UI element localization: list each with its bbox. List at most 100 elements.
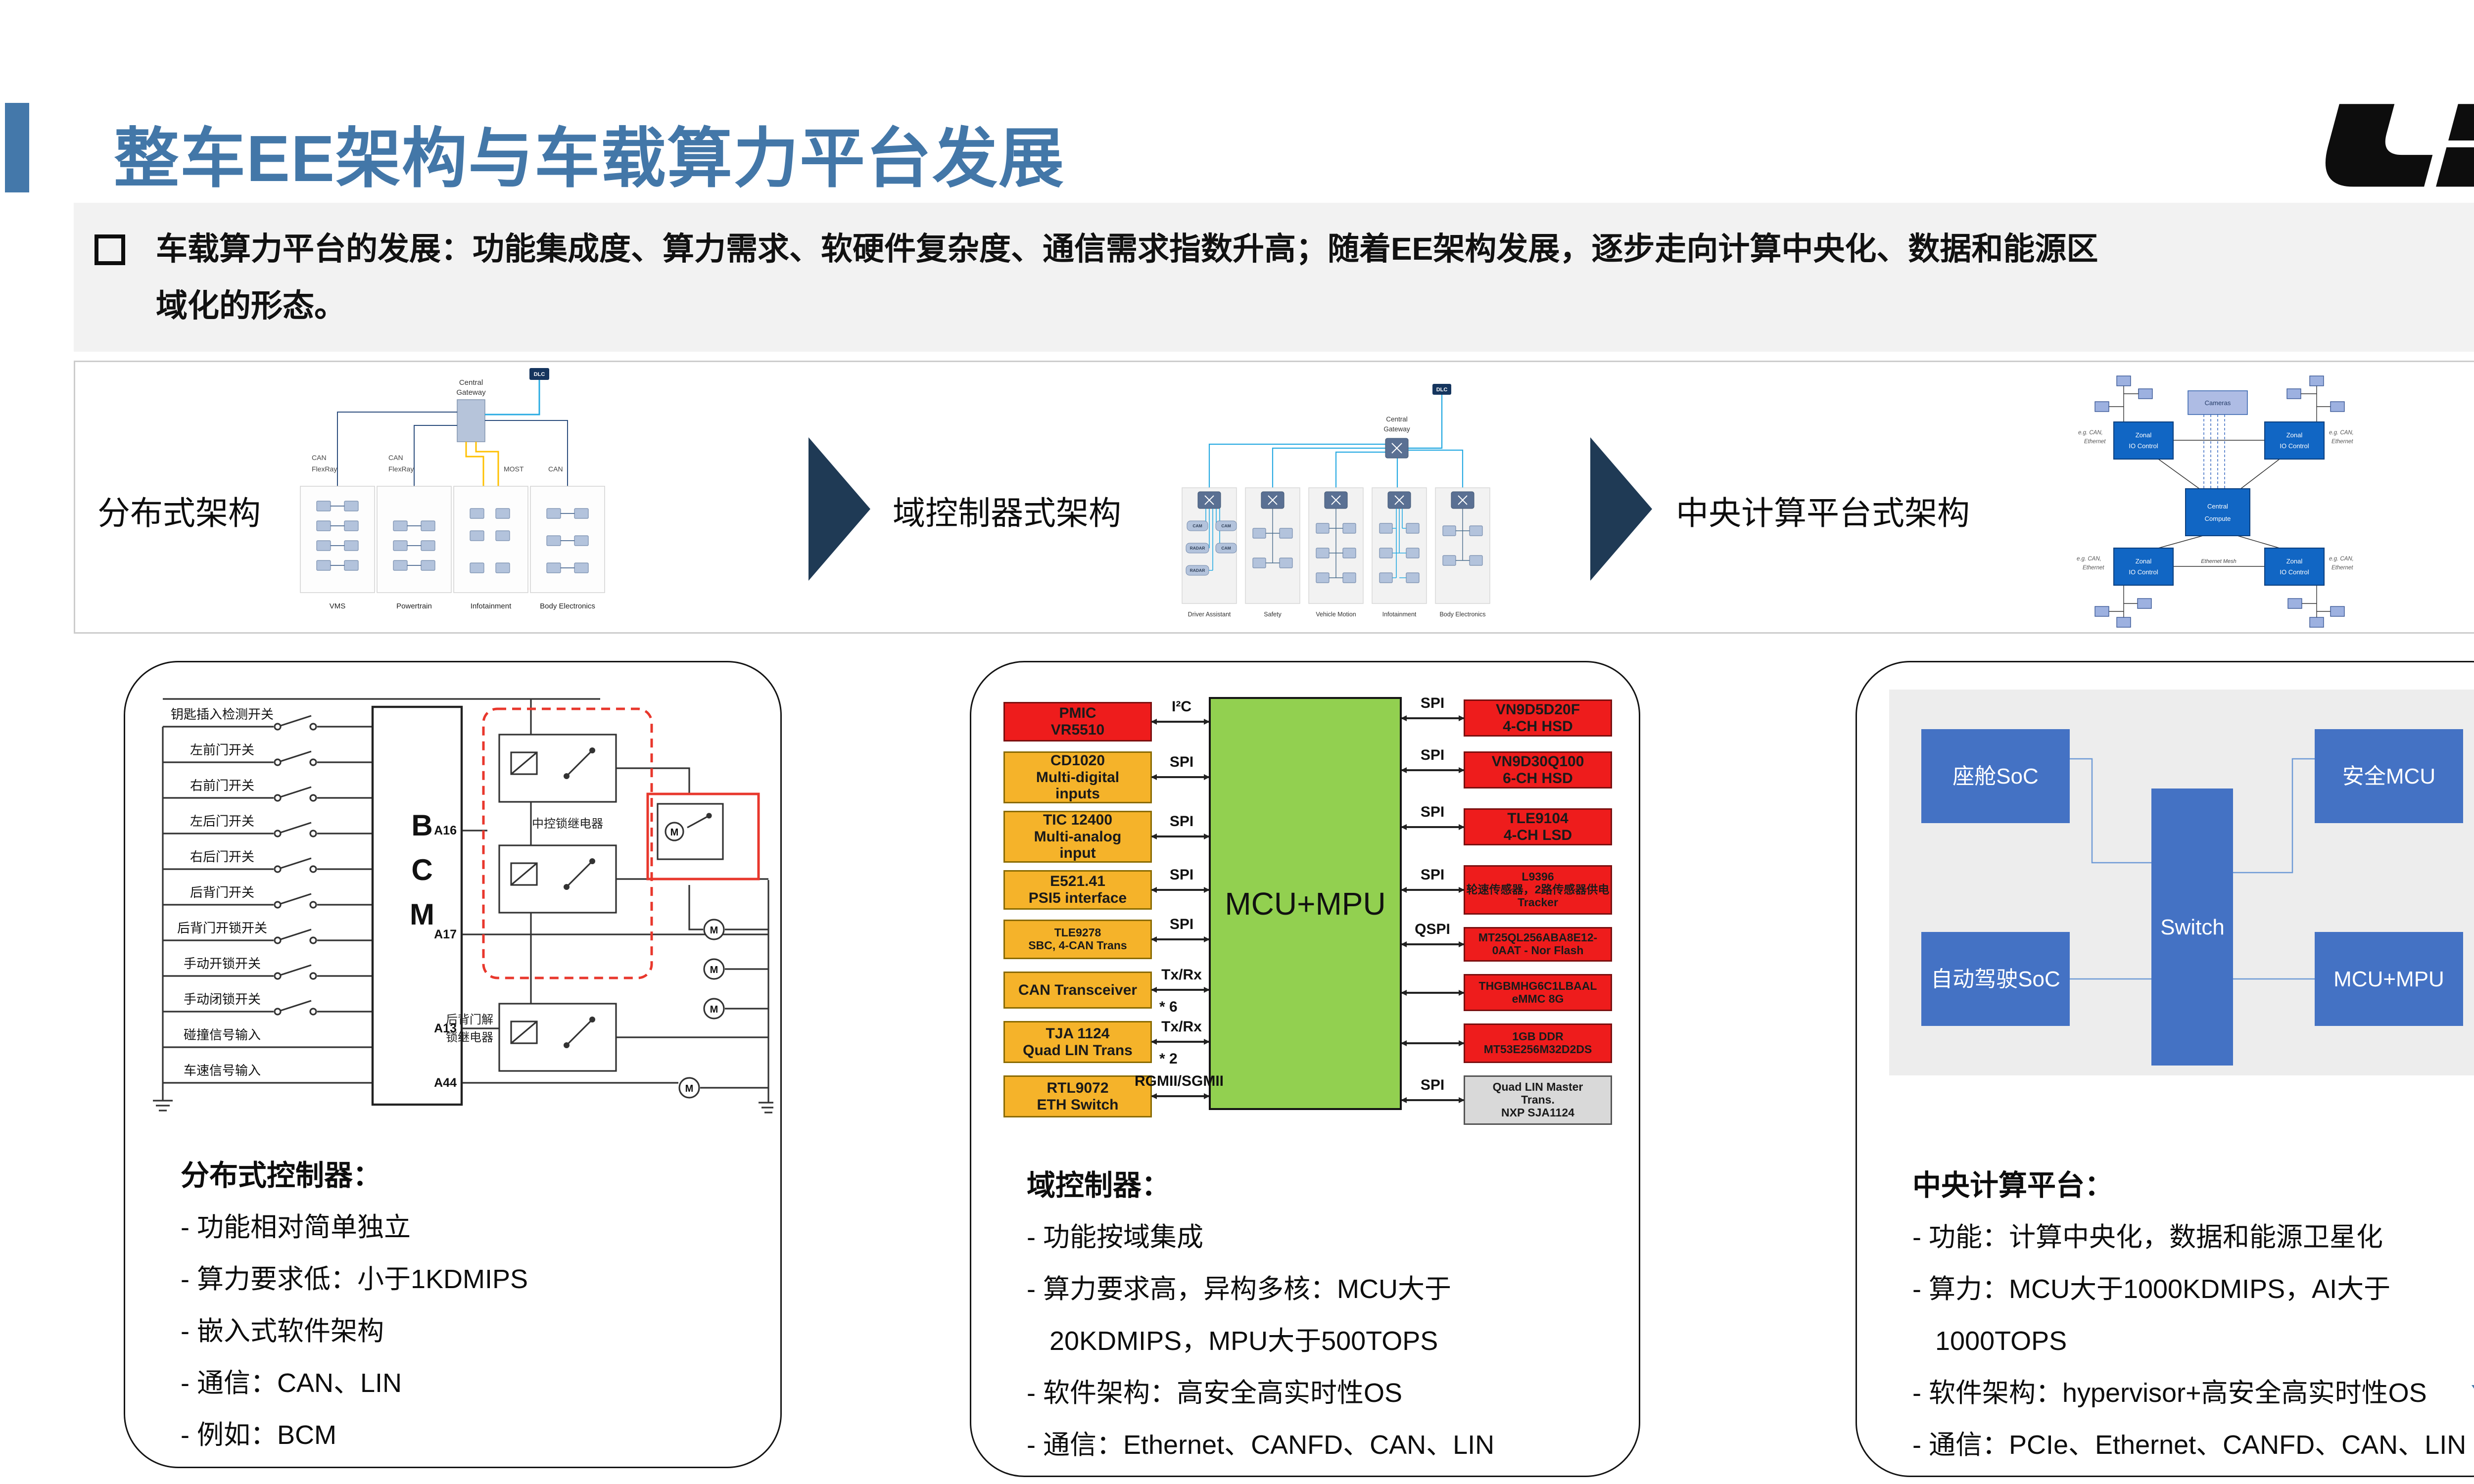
summary-line-1: 车载算力平台的发展：功能集成度、算力需求、软硬件复杂度、通信需求指数升高；随着E… (156, 231, 2098, 267)
chip-rtl9072: RTL9072 ETH Switch (1003, 1075, 1152, 1117)
bus-label: SPI (1169, 916, 1194, 932)
bus-label: SPI (1169, 867, 1194, 883)
central-platform-diagram: 座舱SoC 安全MCU 自动驾驶SoC MCU+MPU Switch (1889, 690, 2474, 1075)
svg-text:CAM: CAM (1192, 523, 1202, 528)
svg-text:M: M (710, 925, 718, 936)
svg-text:Body Electronics: Body Electronics (1439, 611, 1485, 618)
svg-text:手动开锁开关: 手动开锁开关 (184, 956, 261, 971)
mcu-mpu-box (2315, 932, 2463, 1026)
device-links (2096, 385, 2331, 618)
svg-text:A17: A17 (434, 928, 457, 941)
card1-bullet: - 功能相对简单独立 (181, 1212, 411, 1242)
svg-text:A13: A13 (434, 1021, 457, 1035)
svg-text:e.g. CAN,: e.g. CAN, (2078, 430, 2103, 436)
svg-text:Driver Assistant: Driver Assistant (1188, 611, 1231, 618)
bus-line (1151, 719, 1210, 725)
card1-bullet: - 嵌入式软件架构 (181, 1316, 384, 1346)
bcm-circuit-diagram: 钥匙插入检测开关A29 左前门开关A2 右前门开关A3 左后门开关A4 右后门开… (153, 698, 773, 1113)
chip-can-transceiver: CAN Transceiver (1003, 972, 1152, 1009)
bcm-input-rows: 钥匙插入检测开关A29 左前门开关A2 右前门开关A3 左后门开关A4 右后门开… (163, 707, 401, 1090)
svg-text:右后门开关: 右后门开关 (190, 849, 254, 864)
card1-bullet: - 算力要求低：小于1KDMIPS (181, 1264, 528, 1294)
svg-text:中控锁继电器: 中控锁继电器 (532, 817, 603, 831)
bus-label: RGMII/SGMII (1135, 1073, 1224, 1089)
svg-text:左后门开关: 左后门开关 (190, 814, 254, 829)
svg-text:自动驾驶SoC: 自动驾驶SoC (1931, 967, 2060, 991)
domain-panels (300, 486, 605, 593)
chip-e52141: E521.41 PSI5 interface (1003, 870, 1152, 910)
svg-text:A16: A16 (434, 824, 457, 837)
svg-text:FlexRay: FlexRay (312, 465, 337, 473)
relay-1 (498, 734, 617, 803)
svg-text:MOST: MOST (504, 465, 524, 473)
card1-bullet: - 例如：BCM (181, 1420, 336, 1450)
stage-label-central: 中央计算平台式架构 (1676, 495, 1970, 531)
card2-bullet: 20KDMIPS，MPU大于500TOPS (1049, 1326, 1438, 1356)
bus-label: QSPI (1415, 921, 1450, 937)
chip-cd1020: CD1020 Multi-digital inputs (1003, 751, 1152, 803)
chip-tle9278: TLE9278 SBC, 4-CAN Trans (1003, 920, 1152, 959)
stage-label-distributed: 分布式架构 (97, 495, 261, 531)
bus-line (1151, 834, 1210, 839)
svg-text:Gateway: Gateway (456, 388, 486, 397)
door-motors (678, 919, 725, 1099)
switch-box (2151, 788, 2233, 1066)
svg-text:Central: Central (459, 378, 483, 387)
zonal-boxes (2113, 421, 2325, 586)
card-distributed-controller: 钥匙插入检测开关A29 左前门开关A2 右前门开关A3 左后门开关A4 右后门开… (124, 661, 782, 1468)
svg-text:Ethernet: Ethernet (2331, 439, 2353, 445)
central-gateway-box (457, 399, 485, 442)
chip-vn9d30q100: VN9D30Q100 6-CH HSD (1464, 751, 1612, 788)
bullet-checkbox-icon (95, 234, 125, 265)
bus-line (1401, 767, 1465, 773)
ad-soc-box (1921, 932, 2070, 1026)
domain-controller-diagram: MCU+MPU PMIC VR5510 CD1020 Multi-digital… (986, 682, 1627, 1130)
bus-line (1401, 990, 1465, 996)
gateway-links (1208, 443, 1464, 492)
dlc-link-line (485, 380, 540, 416)
architecture-band: 分布式架构 Central Gateway DLC CAN FlexRay CA… (74, 361, 2474, 634)
chip-ddr: 1GB DDR MT53E256M32D2DS (1464, 1023, 1612, 1063)
safety-mcu-box (2315, 729, 2463, 823)
bus-line (1401, 1097, 1465, 1103)
switch-x-icons (1204, 443, 1468, 505)
chip-emmc: THGBMHG6C1LBAAL eMMC 8G (1464, 974, 1612, 1011)
svg-text:Compute: Compute (2205, 515, 2231, 522)
infotainment-links (1392, 509, 1406, 578)
card-central-platform: 座舱SoC 安全MCU 自动驾驶SoC MCU+MPU Switch 中央计算平… (1856, 661, 2474, 1477)
svg-text:e.g. CAN,: e.g. CAN, (2329, 430, 2354, 436)
svg-text:碰撞信号输入: 碰撞信号输入 (184, 1027, 261, 1042)
svg-text:MCU+MPU: MCU+MPU (2333, 967, 2444, 991)
bus-line (1151, 1039, 1210, 1045)
bus-line (1151, 774, 1210, 780)
bus-label: SPI (1169, 813, 1194, 830)
arrow-right-icon (1590, 437, 1652, 581)
ecu-pair-links (331, 506, 574, 568)
svg-text:后背门开锁开关: 后背门开锁开关 (177, 921, 267, 935)
svg-text:C: C (411, 853, 432, 886)
svg-text:Zonal: Zonal (2136, 431, 2152, 439)
card1-bullet: - 通信：CAN、LIN (181, 1368, 402, 1398)
card2-bullet: - 软件架构：高安全高实时性OS (1027, 1378, 1403, 1408)
dlc-tag (1432, 384, 1451, 395)
bus-line (1401, 887, 1465, 893)
svg-text:左前门开关: 左前门开关 (190, 742, 254, 757)
card2-bullet: - 功能按域集成 (1027, 1222, 1203, 1252)
mcu-mpu-box: MCU+MPU (1209, 697, 1402, 1110)
card2-heading: 域控制器： (1027, 1169, 1171, 1202)
svg-text:Infotainment: Infotainment (1382, 611, 1417, 618)
svg-text:Ethernet: Ethernet (2083, 565, 2104, 571)
svg-text:钥匙插入检测开关: 钥匙插入检测开关 (171, 707, 274, 722)
svg-text:后背门解: 后背门解 (446, 1013, 493, 1026)
chip-sja1124: Quad LIN Master Trans. NXP SJA1124 (1464, 1075, 1612, 1125)
cockpit-soc-box (1921, 729, 2070, 823)
svg-text:CAN: CAN (548, 465, 563, 473)
bus-line (1401, 941, 1465, 947)
switch-links (2070, 758, 2315, 980)
svg-text:Ethernet Mesh: Ethernet Mesh (2201, 558, 2236, 564)
camera-links (2203, 415, 2225, 489)
bus-line (1401, 715, 1465, 721)
card1-heading: 分布式控制器： (181, 1159, 382, 1192)
summary-text: 车载算力平台的发展：功能集成度、算力需求、软硬件复杂度、通信需求指数升高；随着E… (156, 221, 2474, 334)
